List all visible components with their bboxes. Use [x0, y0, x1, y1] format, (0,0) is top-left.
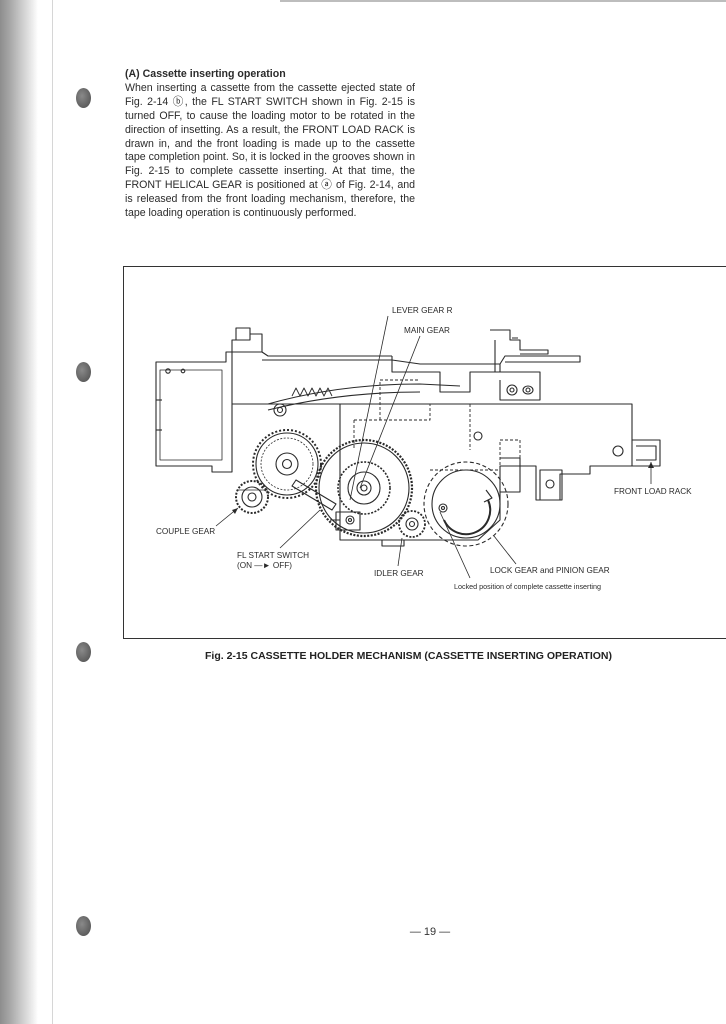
top-right-bracket: [490, 329, 549, 355]
page-top-edge: [280, 0, 726, 2]
chassis-left-inner: [159, 369, 223, 461]
chassis-hole-1: [165, 368, 171, 374]
chassis-hole-2: [180, 368, 186, 374]
lever-arm: [267, 383, 461, 405]
couple-gear: [235, 480, 269, 514]
section-text: (A) Cassette inserting operation When in…: [125, 68, 415, 221]
idler-gear: [398, 510, 426, 538]
right-switch-block: [539, 469, 563, 501]
top-left-bracket: [231, 327, 263, 352]
label-locked-position: Locked position of complete cassette ins…: [454, 582, 601, 591]
small-gear-top-right: [506, 384, 518, 396]
chassis-left-plate: [155, 351, 233, 473]
binding-margin-line: [52, 0, 53, 1024]
label-lever-gear-r: LEVER GEAR R: [392, 306, 453, 315]
binding-shadow: [0, 0, 38, 1024]
leader-idler-gear: [397, 537, 403, 567]
label-lock-gear-pinion: LOCK GEAR and PINION GEAR: [490, 566, 610, 575]
label-main-gear: MAIN GEAR: [404, 326, 450, 335]
figure-frame: [123, 266, 726, 639]
leader-lever-gear-r: [349, 315, 389, 501]
leader-lock-gear: [493, 535, 517, 565]
label-front-load-rack: FRONT LOAD RACK: [614, 487, 692, 496]
label-fl-start-switch: FL START SWITCH: [237, 551, 309, 560]
fl-start-switch: [291, 479, 337, 511]
section-body: When inserting a cassette from the casse…: [125, 81, 415, 220]
dashed-path-2: [430, 439, 521, 471]
leader-fl-start-switch: [279, 509, 321, 549]
left-gear: [255, 432, 319, 496]
front-load-rack: [632, 439, 661, 467]
label-fl-start-switch-state: (ON ―► OFF): [237, 561, 292, 570]
section-heading: (A) Cassette inserting operation: [125, 68, 286, 80]
lock-gear: [423, 461, 509, 547]
punch-hole-3: [76, 642, 91, 662]
label-idler-gear: IDLER GEAR: [374, 569, 424, 578]
label-couple-gear: COUPLE GEAR: [156, 527, 215, 536]
leader-main-gear: [359, 335, 421, 489]
punch-hole-4: [76, 916, 91, 936]
punch-hole-1: [76, 88, 91, 108]
main-gear: [318, 442, 410, 534]
spring: [291, 387, 333, 397]
figure-caption: Fig. 2-15 CASSETTE HOLDER MECHANISM (CAS…: [205, 650, 612, 662]
punch-hole-2: [76, 362, 91, 382]
dashed-path-1: [353, 379, 431, 448]
leader-locked-position: [439, 511, 471, 579]
main-body-frame: [232, 403, 633, 541]
page-number: — 19 —: [409, 926, 451, 938]
top-plate: [262, 355, 581, 365]
